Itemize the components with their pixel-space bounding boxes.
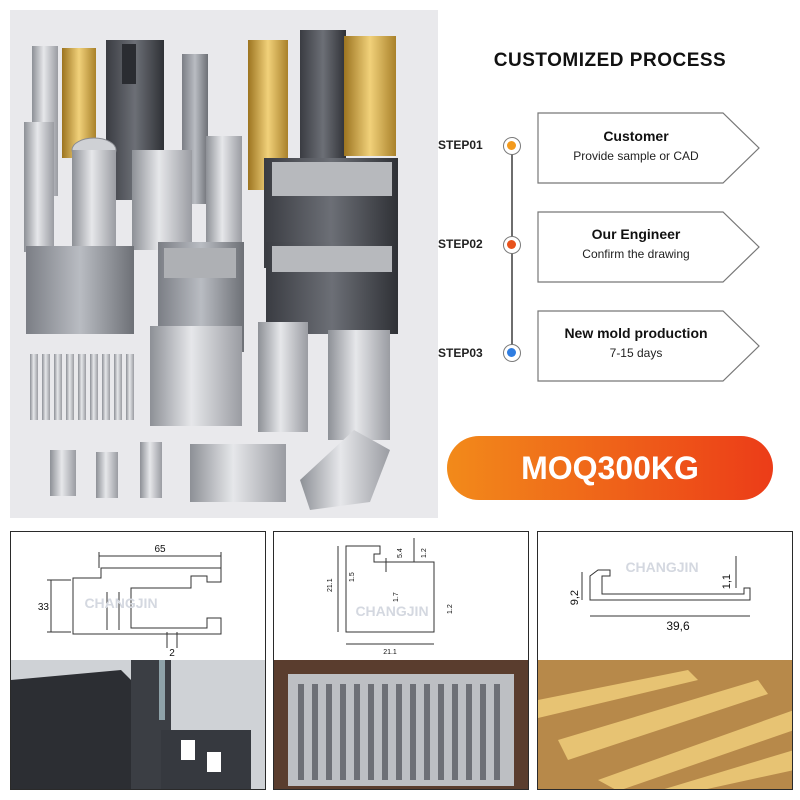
- dim-label: 1,1: [721, 574, 733, 589]
- step-label: STEP03: [438, 346, 483, 360]
- gold-profiles-photo: [538, 660, 792, 789]
- window-profile-photo: [11, 660, 265, 789]
- dim-label: 65: [154, 544, 166, 555]
- step-content: New mold production 7-15 days: [536, 325, 736, 360]
- step-title: Our Engineer: [591, 226, 681, 242]
- dim-label: 1.2: [447, 604, 454, 614]
- dim-label: 39,6: [666, 619, 690, 633]
- profile-drawing: 21.1 1.5 5.4 1.2 1.7 1.2 21.1 CHANGJIN: [327, 538, 454, 656]
- moq-badge: MOQ300KG: [447, 436, 773, 500]
- dim-label: 33: [38, 602, 50, 613]
- dim-label: 9,2: [569, 590, 581, 605]
- watermark: CHANGJIN: [355, 603, 428, 619]
- profiles-photo: [10, 10, 438, 518]
- process-title: CUSTOMIZED PROCESS: [493, 50, 727, 71]
- step-box: [537, 310, 760, 382]
- dim-label: 21.1: [327, 578, 334, 592]
- profile-drawing: 9,2 1,1 39,6 CHANGJIN: [569, 556, 751, 633]
- packed-profiles-photo: [274, 660, 528, 789]
- step-content: Our Engineer Confirm the drawing: [536, 226, 736, 261]
- profile-drawing: 65 33 2 CHANGJIN: [38, 544, 222, 659]
- dim-label: 5.4: [397, 548, 404, 558]
- watermark: CHANGJIN: [84, 595, 157, 611]
- step-content: Customer Provide sample or CAD: [536, 128, 736, 163]
- drawing-panel-3: 9,2 1,1 39,6 CHANGJIN: [537, 531, 793, 790]
- profiles-illustration: [24, 30, 398, 510]
- step-box: [537, 211, 760, 283]
- step-label: STEP01: [438, 138, 483, 152]
- step-label: STEP02: [438, 237, 483, 251]
- step-description: 7-15 days: [609, 346, 663, 360]
- dim-label: 1.2: [421, 548, 428, 558]
- step-dot: [503, 137, 521, 155]
- step-title: Customer: [603, 128, 669, 144]
- dim-label: 21.1: [383, 649, 397, 656]
- dim-label: 1.5: [349, 572, 356, 582]
- step-title: New mold production: [564, 325, 708, 341]
- step-dot: [503, 236, 521, 254]
- dim-label: 1.7: [393, 592, 400, 602]
- step-description: Provide sample or CAD: [573, 149, 699, 163]
- watermark: CHANGJIN: [625, 559, 698, 575]
- drawing-panel-2: 21.1 1.5 5.4 1.2 1.7 1.2 21.1 CHANGJIN: [273, 531, 529, 790]
- dim-label: 2: [169, 648, 175, 659]
- step-dot: [503, 344, 521, 362]
- step-description: Confirm the drawing: [582, 247, 690, 261]
- step-box: [537, 112, 760, 184]
- drawing-panel-1: 65 33 2 CHANGJIN: [10, 531, 266, 790]
